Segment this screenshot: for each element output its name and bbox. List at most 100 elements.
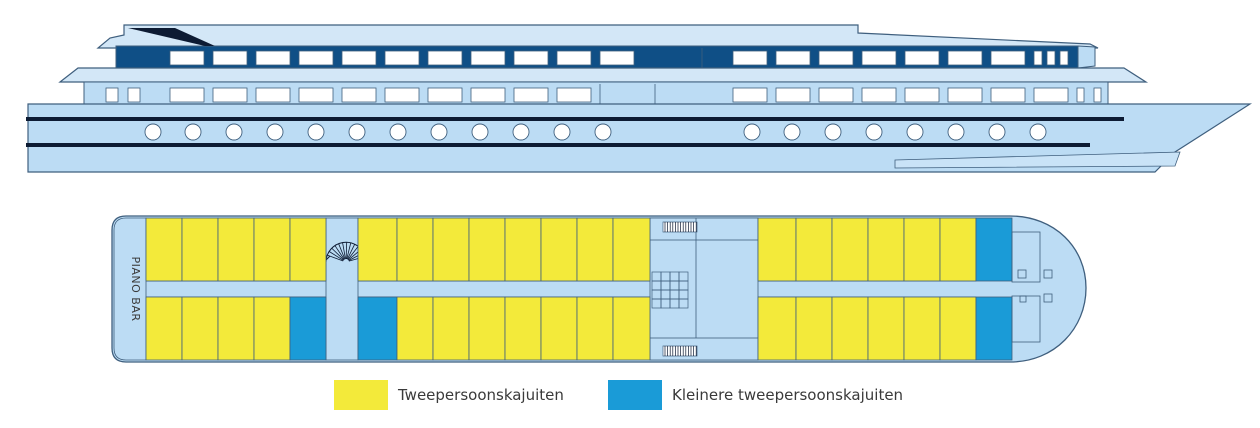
porthole [389,123,407,141]
legend-swatch-yellow [334,380,388,410]
legend-item-double-cabins: Tweepersoonskajuiten [334,380,564,410]
porthole [144,123,162,141]
cabin-double [504,296,542,361]
stair-step [331,247,345,261]
staircase-area [325,217,359,361]
window [427,50,463,66]
window [861,87,897,103]
bow-fixture [1017,269,1027,279]
window [732,50,768,66]
bow-room [1011,231,1041,283]
porthole [225,123,243,141]
hull-stripe-bottom [26,143,1090,147]
cabin-double [217,296,255,361]
window [599,50,635,66]
window [384,87,420,103]
sun-deck-roof [96,24,1099,49]
window [470,50,506,66]
window [255,87,291,103]
grid-cell [678,298,689,309]
cabin-double [357,217,398,282]
bow-fixture [1043,269,1053,279]
window [427,87,463,103]
porthole [266,123,284,141]
window [904,87,940,103]
lobby-grid [651,271,689,309]
ship-side-view [26,24,1253,173]
window [556,50,592,66]
cabin-double [757,296,797,361]
window [947,87,983,103]
porthole [988,123,1006,141]
window [298,87,334,103]
cabin-double [253,217,291,282]
porthole [553,123,571,141]
porthole [430,123,448,141]
middle-deck-roof [58,67,1149,83]
cabin-double [795,217,833,282]
cabin-double [540,217,578,282]
legend-label: Kleinere tweepersoonskajuiten [672,386,904,404]
deck-plan: PIANO BAR [111,215,1087,363]
porthole [512,123,530,141]
cabin-double [831,217,869,282]
cabin-double [432,217,470,282]
window [127,87,141,103]
stair-step [328,251,344,261]
legend-item-smaller-double-cabins: Kleinere tweepersoonskajuiten [608,380,903,410]
cabin-double [576,217,614,282]
window [255,50,291,66]
window [556,87,592,103]
window [1033,87,1069,103]
stairs-box [662,221,698,233]
porthole [947,123,965,141]
cabin-double [253,296,291,361]
stair-step [338,243,346,260]
stair-step [346,242,352,260]
lobby-area [649,217,759,361]
window [904,50,940,66]
hull-stripe-top [26,117,1124,121]
cabin-double [468,296,506,361]
cabin-double [181,217,219,282]
window [212,87,248,103]
stair-step [334,245,345,260]
window [470,87,506,103]
window [732,87,768,103]
bow-fixture [1043,293,1053,303]
porthole [307,123,325,141]
porthole [906,123,924,141]
stair-step [345,241,348,260]
window [990,87,1026,103]
cabin-double [217,217,255,282]
cabin-double [576,296,614,361]
porthole [743,123,761,141]
cabin-double [612,296,651,361]
porthole [1029,123,1047,141]
cabin-double [145,296,183,361]
window [775,50,811,66]
cabin-small-double [975,217,1013,282]
roof-edge-accent [128,28,215,46]
window [513,87,549,103]
cabin-double [468,217,506,282]
stair-step [347,245,359,260]
window [1076,87,1085,103]
stairs-bottom [662,345,698,357]
window [1093,87,1102,103]
cabin-double [903,217,941,282]
porthole [783,123,801,141]
porthole [865,123,883,141]
cabin-small-double [357,296,398,361]
legend-swatch-blue [608,380,662,410]
window [818,87,854,103]
window [169,50,205,66]
window [513,50,549,66]
cabin-double [289,217,327,282]
bow-fixture [1019,295,1027,303]
window [212,50,248,66]
porthole [184,123,202,141]
porthole [824,123,842,141]
window [775,87,811,103]
